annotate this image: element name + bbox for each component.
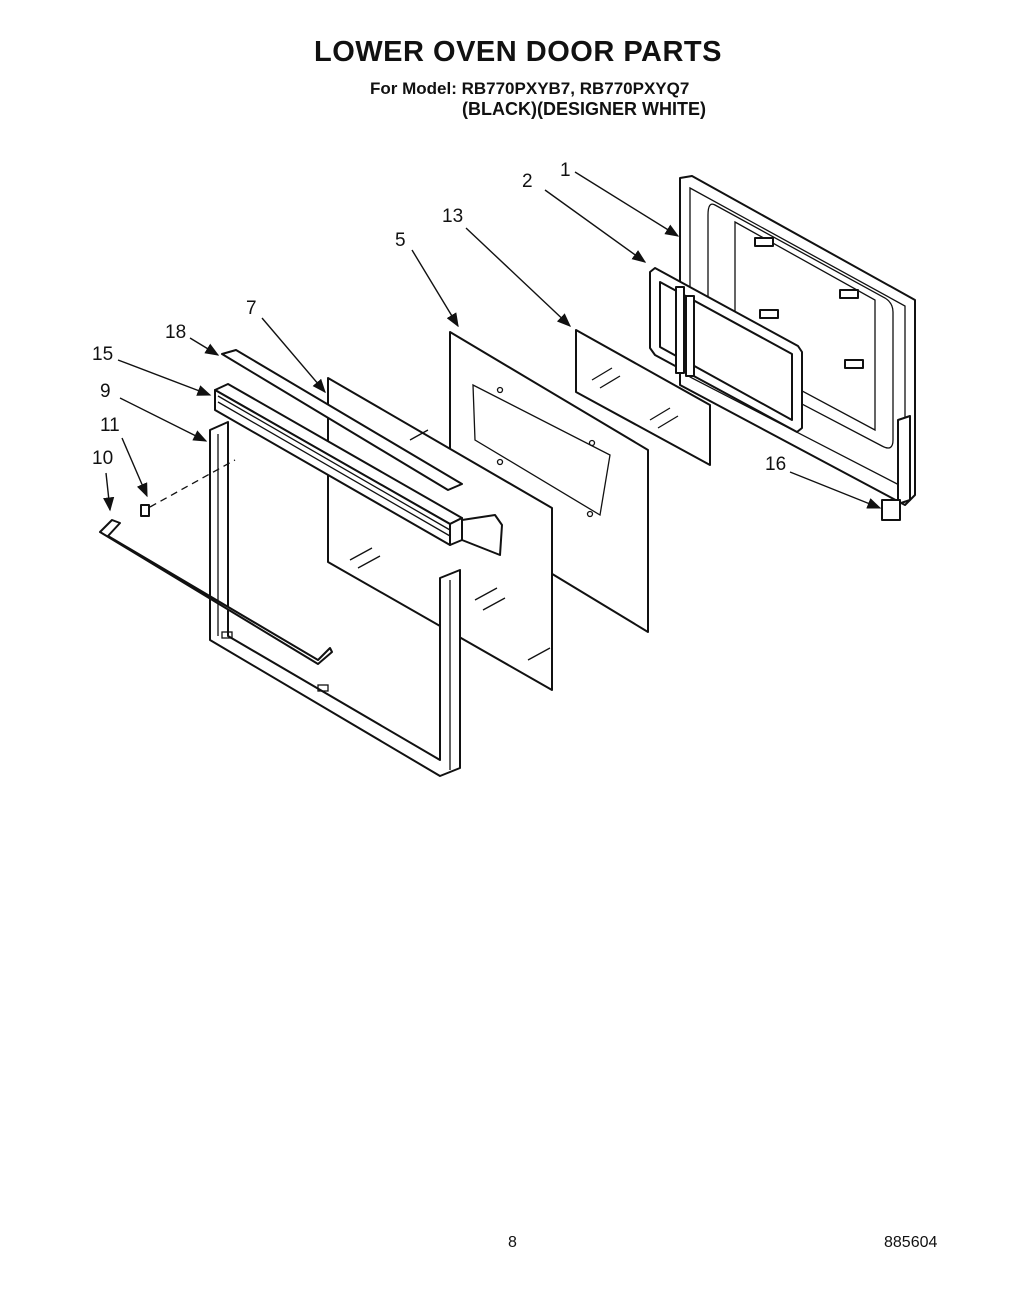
callout-13: 13 [442, 206, 463, 227]
page-title: LOWER OVEN DOOR PARTS [314, 36, 722, 68]
callout-1: 1 [560, 160, 571, 181]
callout-2: 2 [522, 171, 533, 192]
callout-7: 7 [246, 298, 257, 319]
callout-18: 18 [165, 322, 186, 343]
part-13-glass [575, 329, 711, 466]
callout-16: 16 [765, 454, 786, 475]
part-9-frame [209, 421, 461, 777]
part-2-gasket [649, 267, 803, 433]
part-10-handle [99, 519, 333, 665]
part-18-shield [221, 349, 463, 491]
callout-9: 9 [100, 381, 111, 402]
callout-5: 5 [395, 230, 406, 251]
page-number: 8 [508, 1234, 517, 1251]
callout-10: 10 [92, 448, 113, 469]
model-line: For Model: RB770PXYB7, RB770PXYQ7 [370, 79, 690, 98]
color-variants: (BLACK)(DESIGNER WHITE) [462, 99, 706, 119]
callout-11: 11 [100, 415, 120, 436]
document-number: 885604 [884, 1234, 938, 1251]
part-15-trim [214, 383, 503, 556]
callout-15: 15 [92, 344, 113, 365]
leader-lines [103, 171, 882, 512]
part-11-clip [140, 459, 236, 517]
part-16-bumper [881, 499, 901, 521]
